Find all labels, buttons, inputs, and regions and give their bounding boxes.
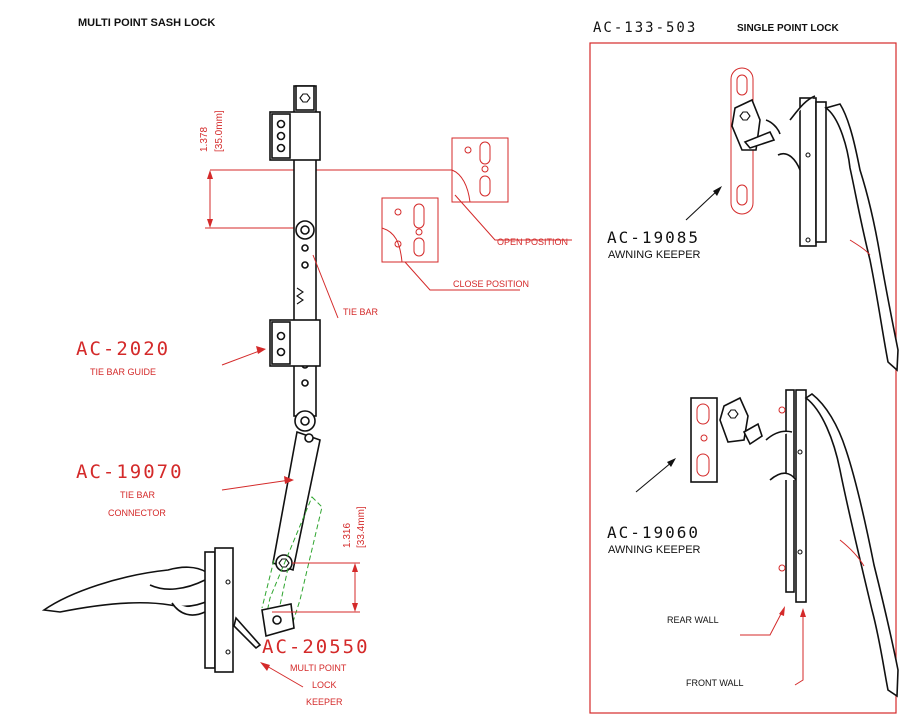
part-desc-lower-awning-keeper: AWNING KEEPER — [608, 544, 701, 556]
left-leader-lines — [221, 194, 572, 688]
close-position-keeper — [381, 197, 439, 263]
close-position-label: CLOSE POSITION — [453, 279, 529, 289]
left-title: MULTI POINT SASH LOCK — [78, 17, 215, 29]
part-desc-tie-bar-connector-2: CONNECTOR — [108, 508, 166, 518]
right-title-desc: SINGLE POINT LOCK — [737, 23, 839, 34]
top-dimension-inches: 1.378 — [199, 127, 210, 152]
part-desc-upper-awning-keeper: AWNING KEEPER — [608, 249, 701, 261]
top-dimension-mm: [35.0mm] — [214, 110, 225, 152]
open-position-label: OPEN POSITION — [497, 237, 568, 247]
tie-bar — [293, 85, 317, 432]
right-title-part: AC-133-503 — [593, 20, 697, 36]
lower-awning-keeper — [690, 396, 763, 483]
tie-bar-guide — [269, 319, 321, 367]
part-code-lower-awning-keeper: AC-19060 — [607, 523, 700, 542]
upper-lock-body — [777, 95, 899, 372]
front-wall-label: FRONT WALL — [686, 678, 744, 688]
part-desc-tie-bar-connector-1: TIE BAR — [120, 490, 156, 500]
tie-bar-label: TIE BAR — [343, 307, 379, 317]
bottom-dimension-mm: [33.4mm] — [356, 506, 367, 548]
single-point-lock-panel — [589, 42, 897, 714]
part-desc-tie-bar-guide: TIE BAR GUIDE — [90, 367, 156, 377]
lock-keeper — [261, 603, 295, 638]
part-code-tie-bar-guide: AC-2020 — [76, 338, 170, 360]
top-dimension: 1.378 [35.0mm] — [199, 110, 452, 229]
upper-tie-bar-guide — [269, 111, 321, 161]
upper-awning-keeper — [730, 67, 781, 215]
part-code-tie-bar-connector: AC-19070 — [76, 461, 184, 483]
part-desc-lock-keeper-1: MULTI POINT — [290, 663, 347, 673]
part-code-lock-keeper: AC-20550 — [262, 636, 370, 658]
part-desc-lock-keeper-2: LOCK — [312, 680, 337, 690]
hidden-keeper-outline — [261, 496, 323, 626]
lower-lock-body — [765, 389, 899, 698]
bottom-dimension-inches: 1.316 — [342, 523, 353, 548]
bottom-dimension: 1.316 [33.4mm] — [272, 506, 367, 613]
open-position-keeper — [451, 137, 509, 203]
right-leader-lines — [635, 186, 806, 686]
rear-wall-label: REAR WALL — [667, 615, 719, 625]
part-desc-lock-keeper-3: KEEPER — [306, 697, 343, 707]
sash-lock-handle — [41, 547, 262, 673]
part-code-upper-awning-keeper: AC-19085 — [607, 228, 700, 247]
tie-bar-connector — [272, 430, 321, 572]
